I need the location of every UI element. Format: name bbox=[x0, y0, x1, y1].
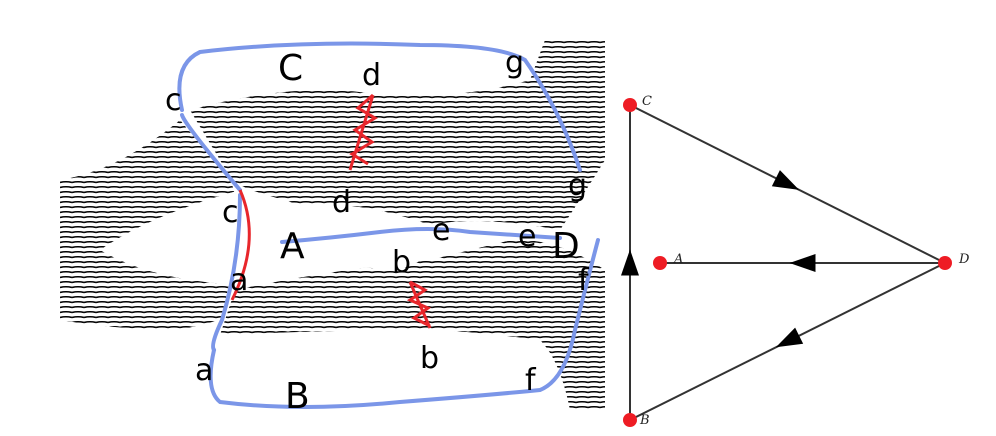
arrow-D-B bbox=[775, 327, 804, 348]
bridge-label-b-bottom: b bbox=[420, 341, 439, 376]
map-labels: C A D B c c d d g g e e a a b b f f bbox=[165, 45, 590, 417]
node-label-A: A bbox=[673, 252, 683, 267]
bridge-a-c-arc bbox=[230, 189, 251, 301]
walking-path bbox=[177, 41, 600, 409]
arrow-B-C bbox=[621, 249, 639, 276]
path-upper-loop bbox=[177, 41, 582, 192]
bridge-b-zigzag bbox=[406, 280, 432, 329]
bridge-label-a-top: a bbox=[230, 263, 248, 298]
node-C bbox=[623, 98, 637, 112]
river-lower-branch bbox=[220, 240, 605, 410]
bridge-label-g-top: g bbox=[505, 45, 524, 80]
bridge-label-c-top: c bbox=[165, 83, 182, 118]
island-A bbox=[226, 185, 520, 290]
node-A bbox=[653, 256, 667, 270]
land-label-A: A bbox=[280, 226, 305, 267]
river-map bbox=[60, 40, 605, 410]
bridge-label-c-bottom: c bbox=[222, 195, 239, 230]
bridge-label-b-top: b bbox=[392, 245, 411, 280]
bridge-label-e-left: e bbox=[432, 213, 450, 248]
bridge-marks bbox=[230, 93, 432, 329]
path-island-line bbox=[280, 227, 562, 244]
arrow-D-A bbox=[789, 254, 816, 272]
bridge-label-e-right: e bbox=[518, 219, 536, 254]
bridge-label-d-bottom: d bbox=[332, 185, 351, 220]
bridge-label-f-bottom: f bbox=[525, 363, 537, 398]
path-lower-loop bbox=[208, 238, 600, 409]
node-D bbox=[938, 256, 952, 270]
node-label-B: B bbox=[639, 413, 650, 428]
directed-graph: C A D B bbox=[621, 94, 970, 428]
land-label-D: D bbox=[552, 226, 580, 267]
bridge-label-f-top: f bbox=[578, 263, 590, 298]
river-upper-branch bbox=[190, 40, 605, 230]
node-B bbox=[623, 413, 637, 427]
bridge-label-a-bottom: a bbox=[195, 353, 213, 388]
land-label-B: B bbox=[285, 376, 310, 417]
path-left-down bbox=[211, 193, 242, 352]
island-tip bbox=[100, 190, 240, 285]
bridge-d-zigzag bbox=[348, 93, 378, 171]
node-label-D: D bbox=[958, 252, 970, 267]
node-label-C: C bbox=[642, 94, 652, 109]
bridge-label-d-top: d bbox=[362, 58, 381, 93]
bridge-label-g-bottom: g bbox=[568, 168, 587, 203]
arrow-C-D bbox=[771, 170, 800, 190]
land-label-C: C bbox=[278, 48, 303, 89]
